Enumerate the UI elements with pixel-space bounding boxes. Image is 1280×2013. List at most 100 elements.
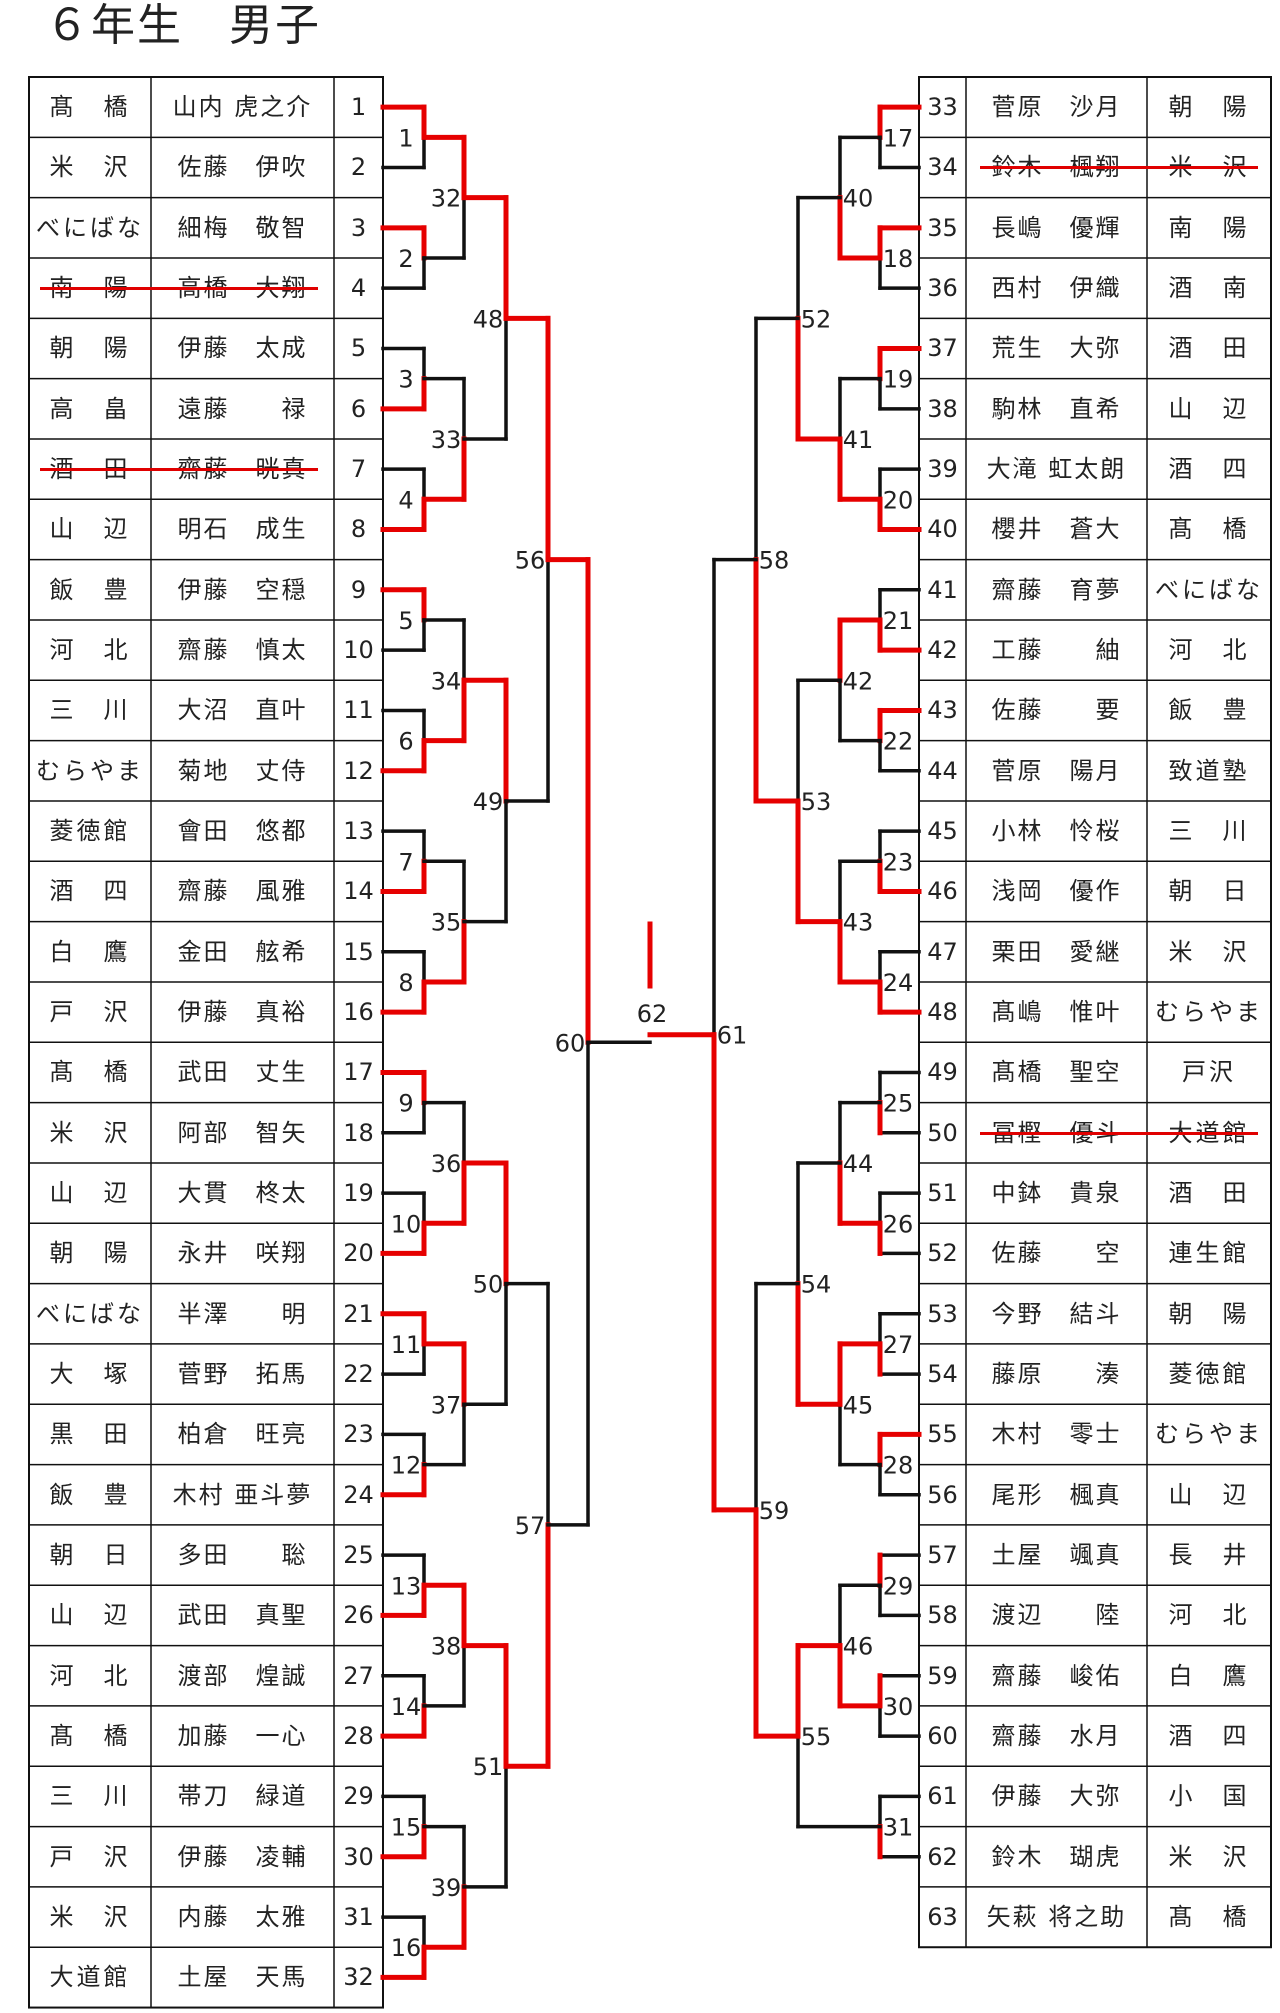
entry-number: 25 <box>343 1540 374 1569</box>
match-number: 11 <box>391 1331 422 1359</box>
entry-number: 10 <box>343 635 374 664</box>
entry-number: 39 <box>927 454 958 483</box>
match-number: 3 <box>398 366 413 394</box>
entry-name: 伊藤 真裕 <box>177 997 308 1026</box>
entry-team: 米 沢 <box>49 1118 131 1147</box>
entry-name: 會田 悠都 <box>177 816 308 845</box>
entry-name: 齋藤 育夢 <box>991 575 1122 604</box>
entry-number: 34 <box>927 153 958 182</box>
entry-number: 20 <box>343 1239 374 1268</box>
match-number: 42 <box>843 667 874 695</box>
entry-number: 58 <box>927 1601 958 1630</box>
match-number: 49 <box>473 788 504 816</box>
entry-team: 三 川 <box>1168 816 1250 845</box>
match-number: 8 <box>398 969 413 997</box>
match-number: 35 <box>431 909 462 937</box>
entry-number: 19 <box>343 1178 374 1207</box>
entry-team: 河 北 <box>49 1661 131 1690</box>
entry-number: 37 <box>927 334 958 363</box>
match-number: 33 <box>431 426 462 454</box>
entry-number: 15 <box>343 937 374 966</box>
entry-team: べにばな <box>36 213 144 242</box>
match-number: 22 <box>883 728 914 756</box>
match-number: 25 <box>883 1090 914 1118</box>
entry-number: 33 <box>927 93 958 121</box>
entry-team: 酒 田 <box>1168 1178 1250 1207</box>
entry-team: 山 辺 <box>1168 1480 1250 1509</box>
match-number: 61 <box>717 1022 748 1050</box>
entry-name: 大沼 直叶 <box>177 696 308 725</box>
entry-number: 17 <box>343 1058 374 1087</box>
entry-number: 30 <box>343 1842 374 1871</box>
entry-name: 髙嶋 惟叶 <box>991 997 1122 1026</box>
entry-number: 53 <box>927 1299 958 1328</box>
entry-name: 齋藤 慎太 <box>177 635 308 664</box>
match-number: 44 <box>843 1150 874 1178</box>
entry-team: 髙 橋 <box>49 1058 131 1087</box>
entry-team: 飯 豊 <box>1168 696 1250 725</box>
entry-name: 伊藤 凌輔 <box>177 1842 308 1871</box>
match-number: 30 <box>883 1693 914 1721</box>
entry-name: 武田 真聖 <box>177 1601 308 1630</box>
entry-number: 52 <box>927 1239 958 1268</box>
entry-name: 中鉢 貴泉 <box>991 1178 1122 1207</box>
entry-number: 1 <box>350 93 367 121</box>
entry-team: 河 北 <box>1168 635 1250 664</box>
entry-name: 菅原 陽月 <box>991 756 1122 785</box>
match-number: 4 <box>398 486 413 514</box>
entry-number: 12 <box>343 756 374 785</box>
entry-number: 57 <box>927 1540 958 1569</box>
match-number: 26 <box>883 1210 914 1238</box>
entry-team: 山 辺 <box>49 515 131 544</box>
entry-number: 40 <box>927 515 958 544</box>
match-number: 7 <box>398 848 413 876</box>
entry-number: 42 <box>927 635 958 664</box>
entry-number: 38 <box>927 394 958 423</box>
entry-name: 長嶋 優輝 <box>991 213 1122 242</box>
withdrawn-strike <box>980 1131 1258 1135</box>
entry-team: 酒 南 <box>1168 273 1250 302</box>
entry-team: 髙 橋 <box>49 93 131 121</box>
entry-number: 50 <box>927 1118 958 1147</box>
entry-number: 56 <box>927 1480 958 1509</box>
entry-name: 今野 結斗 <box>991 1299 1122 1328</box>
entry-team: 致道塾 <box>1168 756 1250 785</box>
entry-name: 浅岡 優作 <box>991 877 1122 906</box>
entry-number: 61 <box>927 1782 958 1811</box>
entry-team: べにばな <box>36 1299 144 1328</box>
match-number: 55 <box>801 1723 832 1751</box>
entry-number: 28 <box>343 1721 374 1750</box>
entry-number: 44 <box>927 756 958 785</box>
match-number: 29 <box>883 1572 914 1600</box>
entry-team: 山 辺 <box>49 1178 131 1207</box>
entry-number: 35 <box>927 213 958 242</box>
entry-number: 7 <box>350 454 367 483</box>
match-number: 19 <box>883 366 914 394</box>
entry-name: 佐藤 空 <box>991 1239 1122 1268</box>
match-number: 56 <box>515 547 546 575</box>
match-number: 12 <box>391 1452 422 1480</box>
match-number: 6 <box>398 728 413 756</box>
entry-number: 4 <box>350 273 367 302</box>
entry-team: むらやま <box>1155 997 1263 1026</box>
entry-team: 米 沢 <box>1168 1842 1250 1871</box>
entry-number: 26 <box>343 1601 374 1630</box>
entry-number: 8 <box>350 515 367 544</box>
entry-name: 工藤 紬 <box>991 635 1122 664</box>
entry-number: 36 <box>927 273 958 302</box>
withdrawn-strike <box>980 166 1258 170</box>
entry-team: 白 鷹 <box>1168 1661 1250 1690</box>
entry-name: 金田 舷希 <box>177 937 308 966</box>
page-title: ６年生 男子 <box>45 0 321 51</box>
entry-team: 三 川 <box>49 696 131 725</box>
entry-team: 山 辺 <box>49 1601 131 1630</box>
final-match-number: 62 <box>637 1000 668 1028</box>
entry-name: 伊藤 空穏 <box>177 575 308 604</box>
match-number: 37 <box>431 1391 462 1419</box>
entry-team: 黒 田 <box>49 1420 131 1449</box>
entry-team: 河 北 <box>1168 1601 1250 1630</box>
match-number: 17 <box>883 124 914 152</box>
entry-number: 49 <box>927 1058 958 1087</box>
entry-number: 48 <box>927 997 958 1026</box>
entry-number: 32 <box>343 1963 374 1992</box>
